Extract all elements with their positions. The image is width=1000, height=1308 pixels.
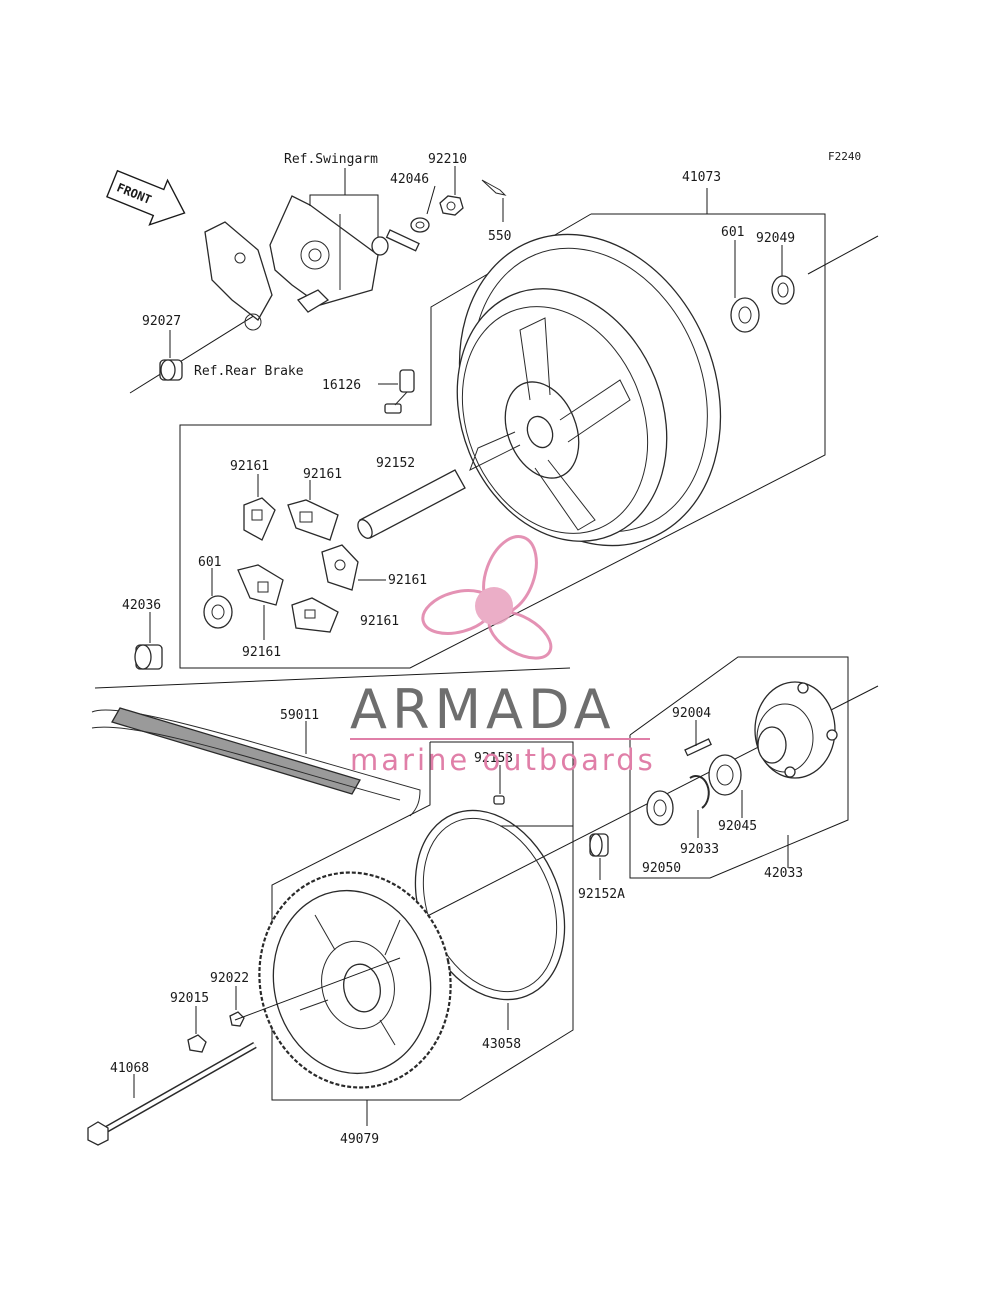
collar-92152A [589, 833, 609, 857]
bolt-92153 [493, 795, 505, 805]
front-arrow-icon: FRONT [106, 169, 186, 226]
part-label-92022: 92022 [210, 971, 249, 986]
armada-logo-icon [421, 535, 553, 660]
part-label-42046: 42046 [390, 172, 429, 187]
sprocket-group-frame [271, 741, 574, 1126]
bearing-92045 [708, 754, 742, 796]
part-label-16126: 16126 [322, 378, 361, 393]
collar-92027 [159, 359, 183, 381]
cotter-pin-550 [481, 179, 507, 196]
drive-belt-59011 [91, 707, 421, 817]
damper-92161-a [243, 497, 276, 541]
part-label-92049: 92049 [756, 231, 795, 246]
part-label-92015: 92015 [170, 991, 209, 1006]
part-label-92210: 92210 [428, 152, 467, 167]
part-label-49079: 49079 [340, 1132, 379, 1147]
part-label-601-top: 601 [721, 225, 744, 240]
part-label-550: 550 [488, 229, 511, 244]
part-label-601-left: 601 [198, 555, 221, 570]
part-label-92161-e: 92161 [360, 614, 399, 629]
wheel-group-frame [179, 188, 826, 669]
part-label-92161-a: 92161 [230, 459, 269, 474]
part-label-41073: 41073 [682, 170, 721, 185]
damper-92161-d [321, 544, 359, 591]
adjuster-bolt [371, 229, 420, 256]
circlip-92033 [689, 775, 710, 809]
valve-16126 [384, 369, 415, 414]
sprocket-49079 [258, 871, 452, 1089]
watermark-tagline: marine outboards [350, 743, 656, 777]
part-label-41068: 41068 [110, 1061, 149, 1076]
part-label-42033: 42033 [764, 866, 803, 881]
rear-brake-bracket [204, 221, 273, 331]
part-label-92045: 92045 [718, 819, 757, 834]
nut-92015 [187, 1034, 207, 1053]
seal-92049 [771, 275, 795, 305]
watermark-brand: ARMADA [350, 678, 616, 741]
part-label-92152: 92152 [376, 456, 415, 471]
bearing-601-top [730, 297, 760, 333]
damper-92161-c [237, 564, 284, 606]
part-label-92027: 92027 [142, 314, 181, 329]
part-label-92161-b: 92161 [303, 467, 342, 482]
figure-code: F2240 [828, 150, 861, 163]
damper-92161-e [291, 597, 339, 633]
swingarm-bracket [269, 195, 379, 313]
damper-92161-b [287, 499, 339, 541]
part-label-43058: 43058 [482, 1037, 521, 1052]
collar-92152 [357, 469, 466, 539]
washer-42046 [410, 217, 430, 233]
hub-42033 [754, 681, 838, 779]
nut-92210 [439, 195, 464, 216]
stud-92004 [684, 738, 712, 757]
part-label-42036: 42036 [122, 598, 161, 613]
part-label-92004: 92004 [672, 706, 711, 721]
collar-42036 [134, 644, 163, 670]
part-label-92050: 92050 [642, 861, 681, 876]
swingarm-bracket-lines [309, 168, 379, 240]
ref-swingarm-label: Ref.Swingarm [284, 152, 378, 167]
part-label-59011: 59011 [280, 708, 319, 723]
ref-rear-brake-label: Ref.Rear Brake [194, 364, 304, 379]
part-label-92152A: 92152A [578, 887, 625, 902]
part-label-92153: 92153 [474, 751, 513, 766]
bearing-601-left [203, 595, 233, 629]
axle-41068 [87, 1041, 257, 1146]
part-label-92161-d: 92161 [388, 573, 427, 588]
rear-wheel-41073 [456, 233, 722, 547]
part-label-92161-c: 92161 [242, 645, 281, 660]
part-label-92033: 92033 [680, 842, 719, 857]
hub-group-frame [629, 656, 849, 879]
seal-92050 [646, 790, 674, 826]
